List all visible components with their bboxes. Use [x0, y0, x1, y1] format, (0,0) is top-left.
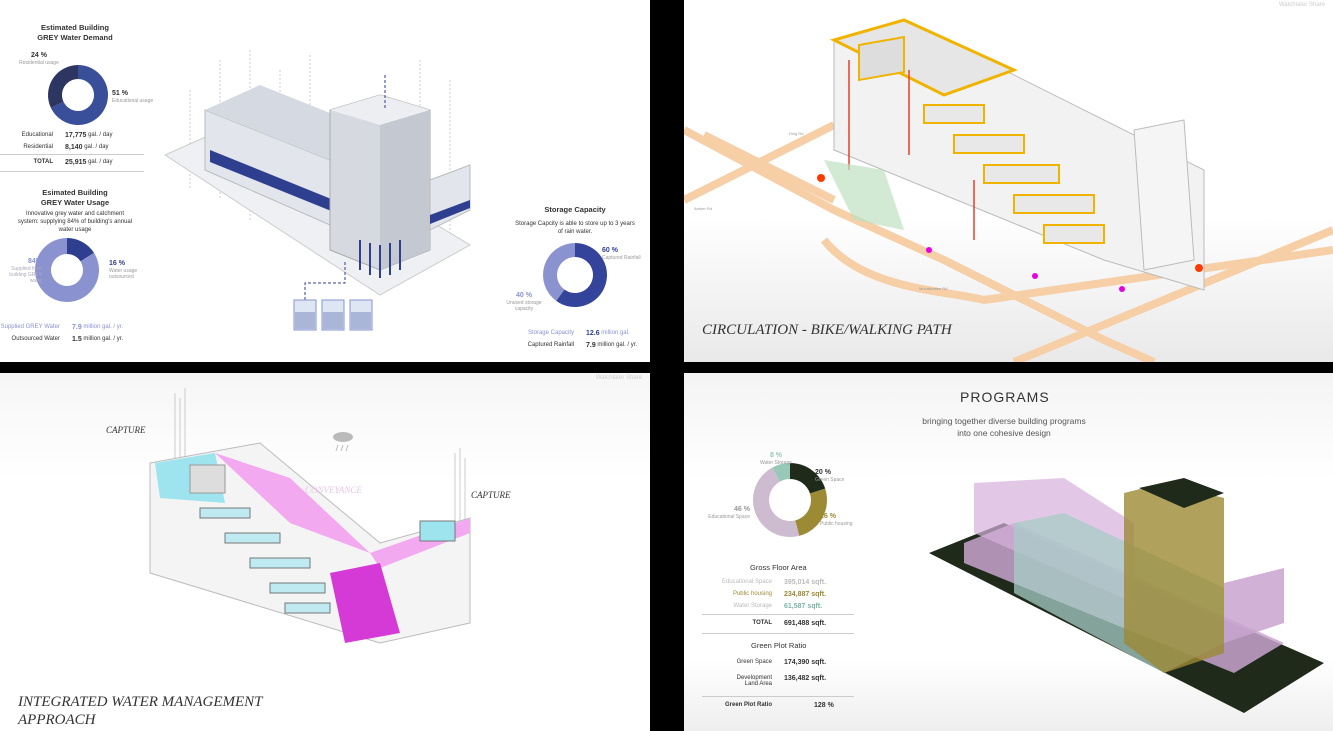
outsourced-slice	[67, 238, 95, 262]
green-space-slice	[790, 463, 826, 494]
capture-label: CAPTURE	[471, 490, 511, 500]
grey-water-building-illustration	[163, 50, 471, 331]
gfa-divider	[702, 614, 854, 634]
gpr-title: Green Plot Ratio	[751, 641, 807, 650]
capture-label: CAPTURE	[106, 425, 146, 435]
supplied-slice	[34, 238, 99, 302]
educational-label: Educational Space	[708, 514, 750, 520]
gfa-title: Gross Floor Area	[750, 563, 807, 572]
outsourced-label: Water usage outsourced	[109, 268, 138, 280]
supplied-pct: 84%	[27, 258, 42, 265]
storage-donut	[543, 243, 607, 307]
educational-slice	[753, 467, 800, 537]
slide-programs: PROGRAMS bringing together diverse build…	[684, 373, 1333, 731]
educational-slice	[50, 65, 108, 126]
gpr-divider	[702, 696, 854, 697]
circulation-illustration: Hoig Rd Amber Rd Mountbatten Rd	[684, 18, 1333, 362]
demand-donut	[47, 65, 108, 126]
educational-pct: 46 %	[734, 506, 750, 513]
water-storage-pct: 8 %	[769, 452, 783, 459]
programs-subtitle: bringing together diverse building progr…	[922, 416, 1086, 438]
residential-pct: 24 %	[31, 52, 47, 59]
usage-donut	[34, 238, 99, 302]
public-housing-slice	[795, 488, 827, 536]
storage-title: Storage Capacity	[544, 205, 606, 214]
green-space-pct: 20 %	[815, 469, 831, 476]
rain-cloud-icon	[333, 432, 353, 452]
outsourced-pct: 16 %	[109, 260, 125, 267]
water-storage-label: Water Storage	[759, 460, 793, 466]
green-space-label: Green Space	[815, 477, 845, 483]
public-housing-pct: 26 %	[820, 513, 836, 520]
water-management-illustration	[149, 388, 471, 644]
water-storage-slice	[772, 463, 790, 482]
video-header-actions[interactable]: Watchlater Share	[595, 375, 642, 381]
usage-description: Innovative grey water and catchment syst…	[17, 211, 133, 233]
video-header-actions[interactable]: Watchlater Share	[1278, 2, 1325, 8]
conveyance-label: CONVEYANCE	[305, 485, 362, 495]
slide-caption: CIRCULATION - BIKE/WALKING PATH	[702, 322, 952, 338]
storage-description: Storage Capcity is able to store up to 3…	[515, 221, 635, 235]
slide-water-management: Watchlater Share CAPTURE CONVEYANCE CAPT…	[0, 373, 650, 731]
residential-slice	[47, 65, 78, 108]
captured-slice	[556, 243, 607, 307]
captured-label: Captured Rainfall	[602, 255, 641, 261]
educational-label: Educational usage	[112, 98, 154, 104]
programs-donut	[753, 463, 827, 537]
demand-total-divider	[0, 154, 144, 172]
street-label: Amber Rd	[694, 206, 712, 211]
public-housing-label: Public housing	[820, 521, 853, 527]
residential-label: Residential usage	[19, 60, 59, 66]
unused-pct: 40 %	[516, 292, 532, 299]
unused-label: Unused storage capacity	[506, 300, 542, 312]
slide-circulation: Watchlater Share Hoig Rd Amber Rd Mountb…	[684, 0, 1333, 362]
programs-building-illustration	[929, 478, 1324, 713]
street-label: Hoig Rd	[789, 131, 803, 136]
street-label: Mountbatten Rd	[919, 286, 947, 291]
programs-title: PROGRAMS	[960, 389, 1050, 405]
educational-pct: 51 %	[112, 90, 128, 97]
captured-pct: 60 %	[602, 247, 618, 254]
unused-slice	[543, 243, 575, 301]
supplied-label: Supplied from building GREY water	[9, 266, 42, 284]
